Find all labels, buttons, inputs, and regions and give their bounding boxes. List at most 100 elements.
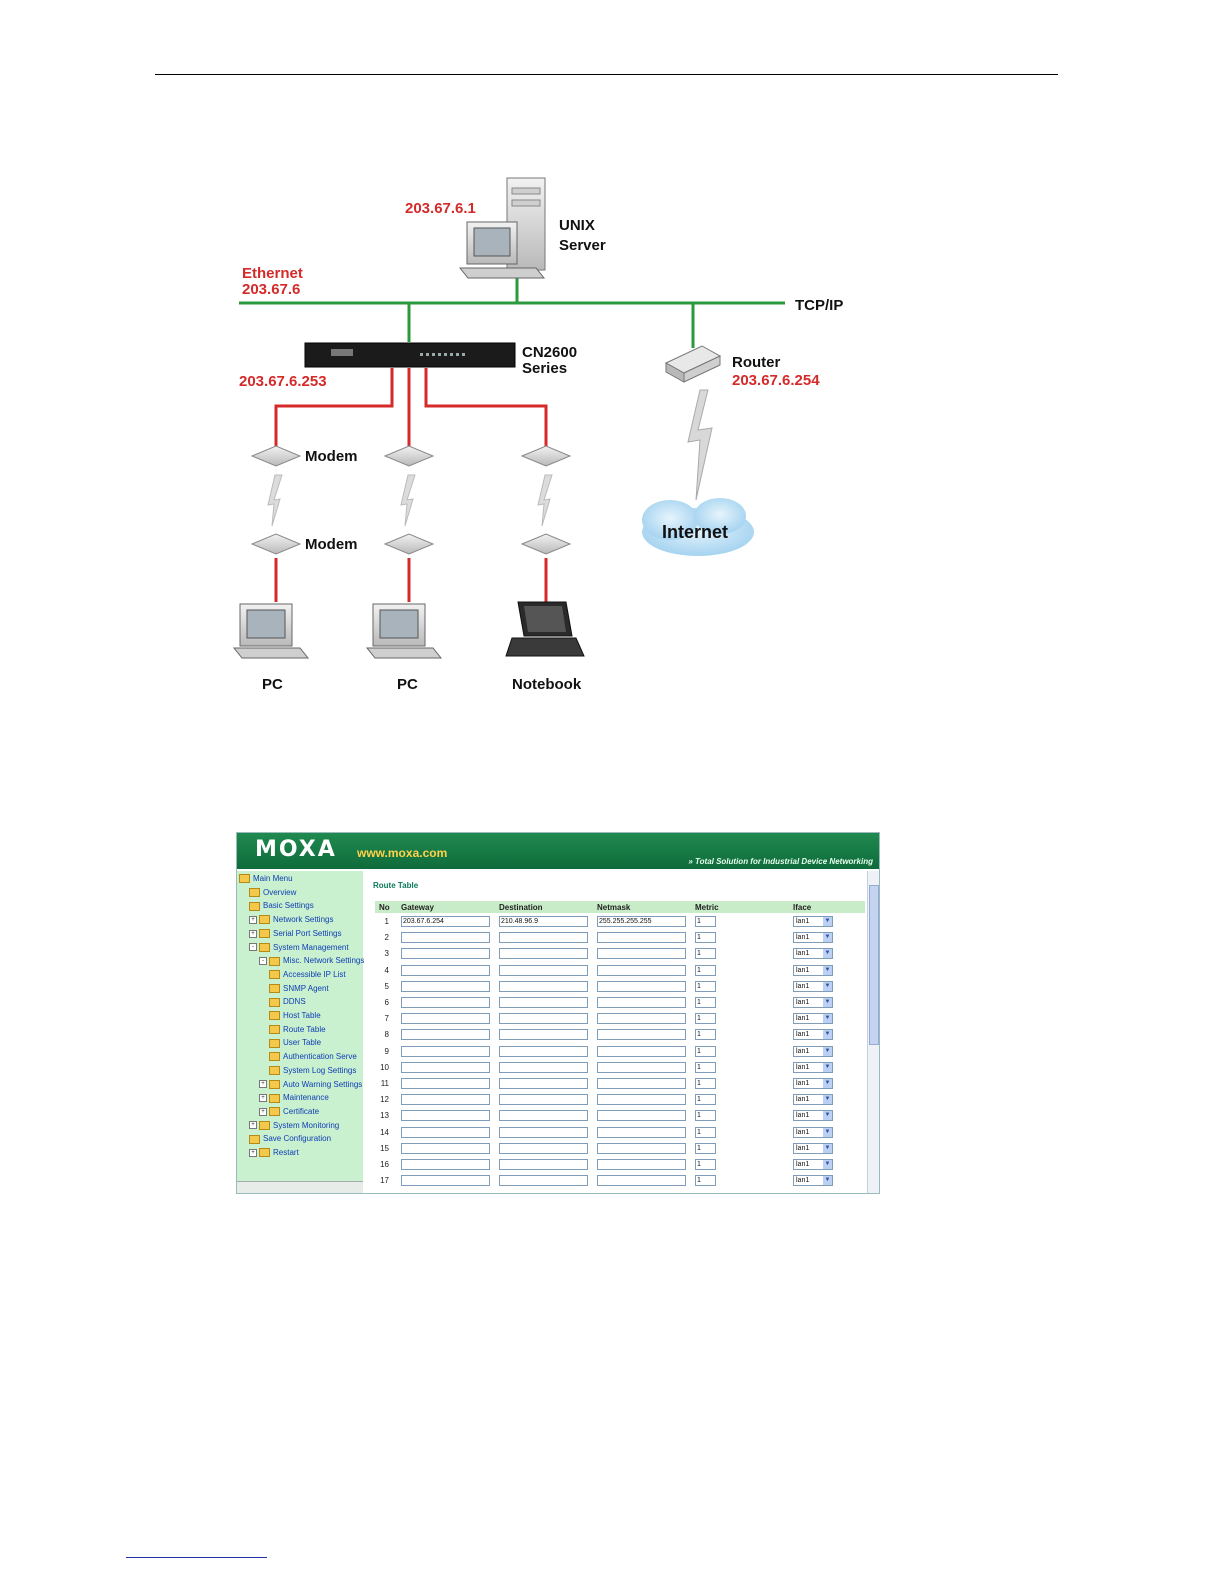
iface-select[interactable]: lan1▼ bbox=[793, 932, 833, 944]
sidebar-item[interactable]: +Maintenance bbox=[259, 1092, 329, 1104]
metric-input[interactable]: 1 bbox=[695, 1175, 716, 1187]
netmask-input[interactable] bbox=[597, 1013, 686, 1025]
metric-input[interactable]: 1 bbox=[695, 1126, 716, 1138]
iface-select[interactable]: lan1▼ bbox=[793, 964, 833, 976]
collapse-icon[interactable]: - bbox=[249, 943, 257, 952]
sidebar-item[interactable]: +System Monitoring bbox=[249, 1120, 339, 1132]
destination-input[interactable] bbox=[499, 948, 588, 960]
gateway-input[interactable] bbox=[401, 1110, 490, 1122]
netmask-input[interactable] bbox=[597, 948, 686, 960]
chevron-down-icon[interactable]: ▼ bbox=[823, 965, 832, 975]
expand-icon[interactable]: + bbox=[259, 1107, 267, 1116]
sidebar-item[interactable]: Host Table bbox=[269, 1010, 321, 1022]
metric-input[interactable]: 1 bbox=[695, 1142, 716, 1154]
sidebar-item[interactable]: +Serial Port Settings bbox=[249, 928, 341, 940]
sidebar-item[interactable]: Route Table bbox=[269, 1024, 326, 1036]
gateway-input[interactable] bbox=[401, 932, 490, 944]
gateway-input[interactable] bbox=[401, 1159, 490, 1170]
chevron-down-icon[interactable]: ▼ bbox=[823, 1046, 832, 1056]
chevron-down-icon[interactable]: ▼ bbox=[823, 1030, 832, 1040]
chevron-down-icon[interactable]: ▼ bbox=[823, 949, 832, 959]
metric-input[interactable]: 1 bbox=[695, 932, 716, 944]
iface-select[interactable]: lan1▼ bbox=[793, 948, 833, 960]
sidebar-item[interactable]: -System Management bbox=[249, 942, 349, 954]
netmask-input[interactable] bbox=[597, 964, 686, 976]
gateway-input[interactable] bbox=[401, 964, 490, 976]
iface-select[interactable]: lan1▼ bbox=[793, 1142, 833, 1154]
iface-select[interactable]: lan1▼ bbox=[793, 980, 833, 992]
chevron-down-icon[interactable]: ▼ bbox=[823, 1176, 832, 1186]
iface-select[interactable]: lan1▼ bbox=[793, 1029, 833, 1041]
gateway-input[interactable] bbox=[401, 1175, 490, 1187]
destination-input[interactable] bbox=[499, 1159, 588, 1170]
sidebar-item[interactable]: +Network Settings bbox=[249, 914, 333, 926]
gateway-input[interactable] bbox=[401, 1013, 490, 1025]
netmask-input[interactable] bbox=[597, 1045, 686, 1057]
gateway-input[interactable]: 203.67.6.254 bbox=[401, 916, 490, 927]
destination-input[interactable] bbox=[499, 980, 588, 992]
collapse-icon[interactable]: - bbox=[259, 957, 267, 966]
vertical-scrollbar[interactable] bbox=[867, 871, 879, 1193]
netmask-input[interactable] bbox=[597, 1078, 686, 1089]
netmask-input[interactable]: 255.255.255.255 bbox=[597, 916, 686, 927]
iface-select[interactable]: lan1▼ bbox=[793, 1061, 833, 1073]
chevron-down-icon[interactable]: ▼ bbox=[823, 1143, 832, 1153]
sidebar-item[interactable]: -Misc. Network Settings bbox=[259, 955, 364, 967]
netmask-input[interactable] bbox=[597, 1061, 686, 1073]
sidebar-item[interactable]: DDNS bbox=[269, 996, 306, 1008]
netmask-input[interactable] bbox=[597, 1175, 686, 1187]
metric-input[interactable]: 1 bbox=[695, 1061, 716, 1073]
metric-input[interactable]: 1 bbox=[695, 1094, 716, 1106]
destination-input[interactable] bbox=[499, 997, 588, 1008]
expand-icon[interactable]: + bbox=[249, 915, 257, 924]
sidebar-item[interactable]: +Restart bbox=[249, 1147, 299, 1159]
netmask-input[interactable] bbox=[597, 997, 686, 1008]
netmask-input[interactable] bbox=[597, 1126, 686, 1138]
sidebar-item[interactable]: Authentication Serve bbox=[269, 1051, 357, 1063]
destination-input[interactable] bbox=[499, 964, 588, 976]
gateway-input[interactable] bbox=[401, 1126, 490, 1138]
gateway-input[interactable] bbox=[401, 1078, 490, 1089]
destination-input[interactable] bbox=[499, 1110, 588, 1122]
metric-input[interactable]: 1 bbox=[695, 1078, 716, 1089]
iface-select[interactable]: lan1▼ bbox=[793, 1078, 833, 1089]
metric-input[interactable]: 1 bbox=[695, 980, 716, 992]
metric-input[interactable]: 1 bbox=[695, 1110, 716, 1122]
chevron-down-icon[interactable]: ▼ bbox=[823, 1160, 832, 1169]
netmask-input[interactable] bbox=[597, 1110, 686, 1122]
chevron-down-icon[interactable]: ▼ bbox=[823, 1111, 832, 1121]
scrollbar-thumb[interactable] bbox=[869, 885, 879, 1045]
site-link[interactable]: www.moxa.com bbox=[357, 846, 448, 860]
expand-icon[interactable]: + bbox=[259, 1080, 267, 1089]
destination-input[interactable]: 210.48.96.9 bbox=[499, 916, 588, 927]
sidebar-item[interactable]: Accessible IP List bbox=[269, 969, 346, 981]
destination-input[interactable] bbox=[499, 1029, 588, 1041]
destination-input[interactable] bbox=[499, 1013, 588, 1025]
gateway-input[interactable] bbox=[401, 1029, 490, 1041]
destination-input[interactable] bbox=[499, 1126, 588, 1138]
metric-input[interactable]: 1 bbox=[695, 1159, 716, 1170]
sidebar-item[interactable]: Save Configuration bbox=[249, 1133, 331, 1145]
gateway-input[interactable] bbox=[401, 1142, 490, 1154]
chevron-down-icon[interactable]: ▼ bbox=[823, 1127, 832, 1137]
destination-input[interactable] bbox=[499, 1094, 588, 1106]
expand-icon[interactable]: + bbox=[249, 1121, 257, 1130]
iface-select[interactable]: lan1▼ bbox=[793, 1045, 833, 1057]
destination-input[interactable] bbox=[499, 1061, 588, 1073]
netmask-input[interactable] bbox=[597, 1142, 686, 1154]
iface-select[interactable]: lan1▼ bbox=[793, 1094, 833, 1106]
sidebar-item[interactable]: +Certificate bbox=[259, 1106, 319, 1118]
destination-input[interactable] bbox=[499, 1142, 588, 1154]
metric-input[interactable]: 1 bbox=[695, 1045, 716, 1057]
chevron-down-icon[interactable]: ▼ bbox=[823, 998, 832, 1007]
metric-input[interactable]: 1 bbox=[695, 964, 716, 976]
iface-select[interactable]: lan1▼ bbox=[793, 916, 833, 927]
netmask-input[interactable] bbox=[597, 932, 686, 944]
gateway-input[interactable] bbox=[401, 948, 490, 960]
gateway-input[interactable] bbox=[401, 1094, 490, 1106]
netmask-input[interactable] bbox=[597, 1029, 686, 1041]
sidebar-item[interactable]: SNMP Agent bbox=[269, 983, 329, 995]
expand-icon[interactable]: + bbox=[249, 1148, 257, 1157]
chevron-down-icon[interactable]: ▼ bbox=[823, 1079, 832, 1088]
iface-select[interactable]: lan1▼ bbox=[793, 1175, 833, 1187]
